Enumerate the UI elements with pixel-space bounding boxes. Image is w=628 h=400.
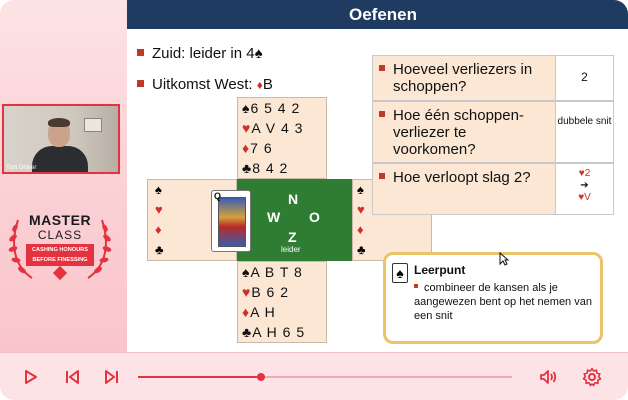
answer-sequence: ♥2 ➔ ♥V	[556, 164, 613, 214]
slide: Oefenen Zuid: leider in 4♠ Uitkomst West…	[127, 0, 628, 352]
north-spades: ♠6 5 4 2	[242, 100, 301, 116]
presenter-body	[32, 146, 88, 172]
heart-icon: ♥	[155, 202, 163, 217]
question-text: Hoeveel verliezers in schoppen?	[393, 61, 533, 95]
compass-south: Z	[288, 229, 297, 245]
bullet-square-icon	[137, 49, 144, 56]
leerpunt-text: combineer de kansen als je aangewezen be…	[414, 282, 592, 322]
south-clubs: ♣A H 6 5	[242, 324, 306, 340]
questions-table: Hoeveel verliezers in schoppen? 2 Hoe éé…	[372, 55, 614, 215]
heart-icon: ♥	[242, 284, 252, 300]
presenter-name: Tom Drijver	[6, 165, 37, 171]
card-rank: Q	[214, 191, 222, 201]
diamond-icon: ♦	[242, 304, 251, 320]
answer-heart-2: ♥2	[578, 168, 591, 179]
leerpunt-title: Leerpunt	[414, 263, 466, 277]
diamond-icon: ♦	[357, 222, 364, 237]
logo-ribbon: CASHING HONOURS BEFORE FINESSING	[26, 244, 94, 266]
bullet-lead-text: Uitkomst West:	[152, 76, 257, 93]
player-controls	[0, 352, 628, 400]
south-hand: ♠A B T 8 ♥B 6 2 ♦A H ♣A H 6 5	[237, 261, 327, 343]
south-hearts: ♥B 6 2	[242, 284, 290, 300]
heart-icon: ♥	[357, 202, 365, 217]
spade-icon: ♠	[242, 100, 251, 116]
slide-title-bar: Oefenen	[127, 0, 628, 29]
bullet-square-icon	[379, 173, 385, 179]
logo-class: CLASS	[37, 228, 83, 242]
bullet-square-icon	[379, 65, 385, 71]
north-hand: ♠6 5 4 2 ♥A V 4 3 ♦7 6 ♣8 4 2	[237, 97, 327, 179]
sidebar-panel: Tom Drijver MASTER CLASS C	[0, 0, 127, 352]
compass-north: N	[288, 191, 299, 207]
laurel-right-icon	[87, 219, 112, 279]
diamond-icon: ♦	[155, 222, 162, 237]
spade-icon: ♠	[392, 263, 408, 283]
volume-icon[interactable]	[538, 367, 558, 387]
north-diamonds: ♦7 6	[242, 140, 273, 156]
skip-forward-icon[interactable]	[102, 367, 122, 387]
compass-east: O	[309, 209, 320, 225]
club-icon: ♣	[242, 324, 253, 340]
club-icon: ♣	[242, 160, 253, 176]
queen-of-spades-card: Q	[211, 190, 251, 252]
table-compass: N W O Z leider	[237, 179, 352, 261]
progress-fill	[138, 376, 262, 378]
webcam-feed: Tom Drijver	[2, 104, 120, 174]
answer-text: 2	[556, 56, 613, 100]
bullet-contract: Zuid: leider in 4♠	[137, 45, 263, 62]
compass-west: W	[267, 209, 281, 225]
bullet-lead-card: B	[262, 76, 273, 93]
bullet-contract-text: Zuid: leider in 4	[152, 45, 255, 62]
question-row: Hoe één schoppen-verliezer te voorkomen?…	[372, 101, 614, 163]
answer-heart-v: ♥V	[578, 192, 591, 203]
queen-card-art	[218, 197, 246, 247]
question-text: Hoe één schoppen-verliezer te voorkomen?	[393, 107, 524, 158]
question-text: Hoe verloopt slag 2?	[393, 169, 531, 186]
progress-knob[interactable]	[257, 373, 266, 381]
bullet-square-icon	[414, 284, 418, 288]
logo-ribbon-line1: CASHING HONOURS	[32, 247, 88, 253]
spade-icon: ♠	[254, 45, 263, 62]
question-row: Hoeveel verliezers in schoppen? 2	[372, 55, 614, 101]
mouse-cursor-icon	[499, 251, 510, 269]
club-icon: ♣	[155, 242, 164, 257]
declarer-label: leider	[281, 245, 301, 254]
club-icon: ♣	[357, 242, 366, 257]
spade-icon: ♠	[242, 264, 251, 280]
leerpunt-box: ♠ Leerpunt combineer de kansen als je aa…	[383, 252, 603, 344]
masterclass-logo: MASTER CLASS CASHING HONOURS BEFORE FINE…	[8, 210, 112, 290]
diamond-icon: ♦	[242, 140, 251, 156]
bullet-lead: Uitkomst West: ♦B	[137, 76, 273, 93]
arrow-right-icon: ➔	[580, 180, 589, 191]
south-spades: ♠A B T 8	[242, 264, 303, 280]
north-clubs: ♣8 4 2	[242, 160, 289, 176]
question-row: Hoe verloopt slag 2? ♥2 ➔ ♥V	[372, 163, 614, 215]
logo-ribbon-line2: BEFORE FINESSING	[32, 257, 88, 263]
bullet-square-icon	[137, 80, 144, 87]
bullet-square-icon	[379, 111, 385, 117]
south-diamonds: ♦A H	[242, 304, 276, 320]
logo-diamond-icon	[52, 265, 68, 281]
spade-icon: ♠	[357, 182, 364, 197]
answer-text: dubbele snit	[556, 102, 613, 162]
logo-master: MASTER	[28, 212, 92, 228]
diamond-icon: ♦	[256, 78, 263, 92]
north-hearts: ♥A V 4 3	[242, 120, 304, 136]
spade-icon: ♠	[155, 182, 162, 197]
play-icon[interactable]	[20, 367, 40, 387]
skip-back-icon[interactable]	[62, 367, 82, 387]
leerpunt-text-row: combineer de kansen als je aangewezen be…	[414, 281, 594, 323]
settings-gear-icon[interactable]	[582, 367, 602, 387]
wall-picture	[84, 118, 102, 132]
heart-icon: ♥	[242, 120, 252, 136]
laurel-left-icon	[8, 219, 33, 279]
slide-title: Oefenen	[349, 5, 418, 24]
progress-track[interactable]	[138, 376, 512, 378]
